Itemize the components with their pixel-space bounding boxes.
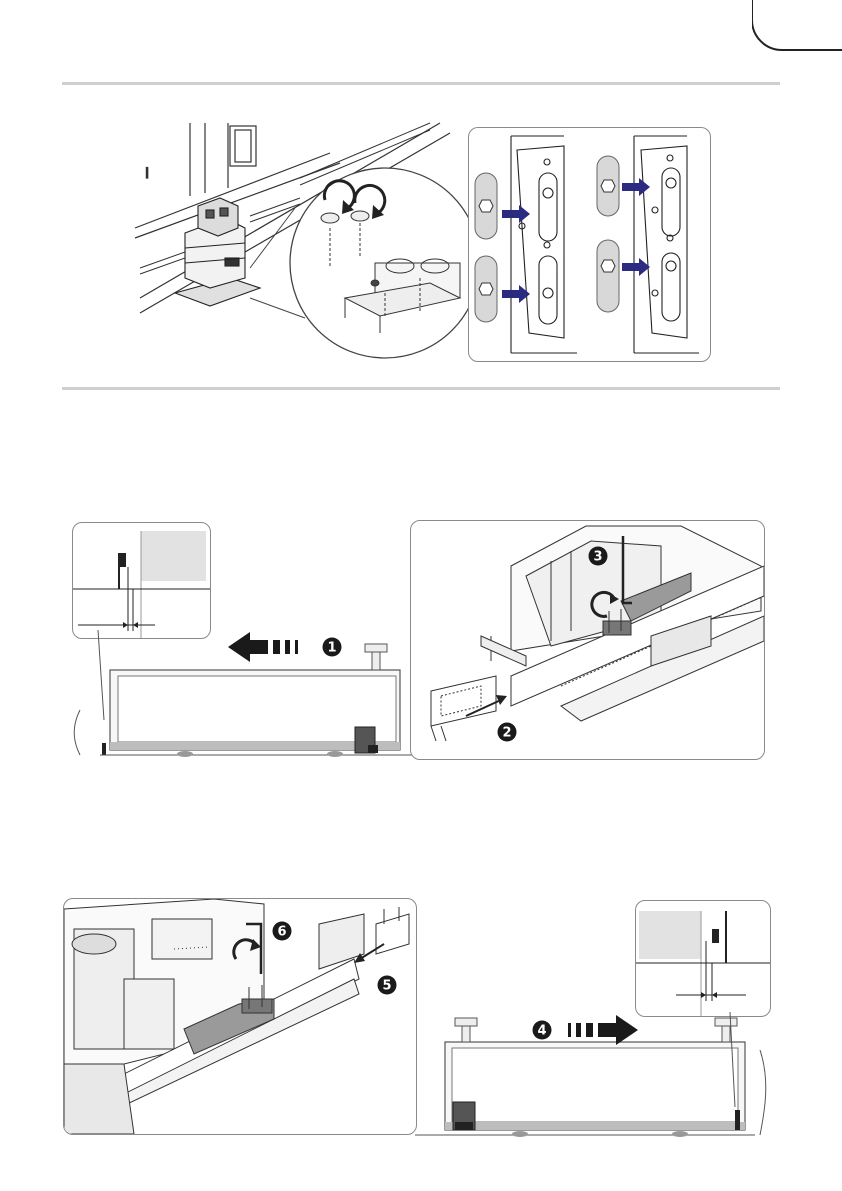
step-badge-2: 2: [498, 723, 517, 742]
motor-installation-figure: I: [130, 118, 470, 378]
callout-line: [725, 1012, 745, 1112]
clearance-detail-inset-right: [635, 900, 771, 1017]
rack-fitting-open-panel: 6 5: [63, 898, 417, 1135]
step-badge-3: 3: [589, 547, 608, 566]
step-number-1: 1: [327, 641, 336, 656]
step-number-3: 3: [593, 550, 602, 565]
clearance-detail-inset-left: [72, 522, 211, 639]
step-number-2: 2: [502, 726, 511, 741]
step-badge-1: 1: [322, 637, 342, 657]
step-badge-5: 5: [378, 976, 397, 995]
slot-adjustment-panel: [468, 127, 711, 362]
section-separator-top: [62, 82, 780, 85]
crop-mark: [752, 0, 842, 60]
washer-column-left: [475, 173, 497, 322]
step-badge-6: 6: [273, 922, 292, 941]
step-number-6: 6: [277, 925, 286, 940]
washer-column-right: [597, 156, 619, 312]
bracket-left: [511, 136, 577, 353]
direction-arrow-icon: [228, 630, 308, 664]
bracket-right: [634, 136, 699, 353]
section-separator-middle: [62, 387, 780, 390]
rack-fitting-detail-panel: 3 2: [410, 520, 765, 760]
step-badge-4: 4: [532, 1020, 552, 1040]
svg-text:I: I: [145, 166, 149, 182]
direction-arrow-icon: [568, 1013, 640, 1047]
step-number-4: 4: [537, 1024, 546, 1039]
step-number-5: 5: [382, 979, 391, 994]
motor-unit: [175, 198, 260, 306]
